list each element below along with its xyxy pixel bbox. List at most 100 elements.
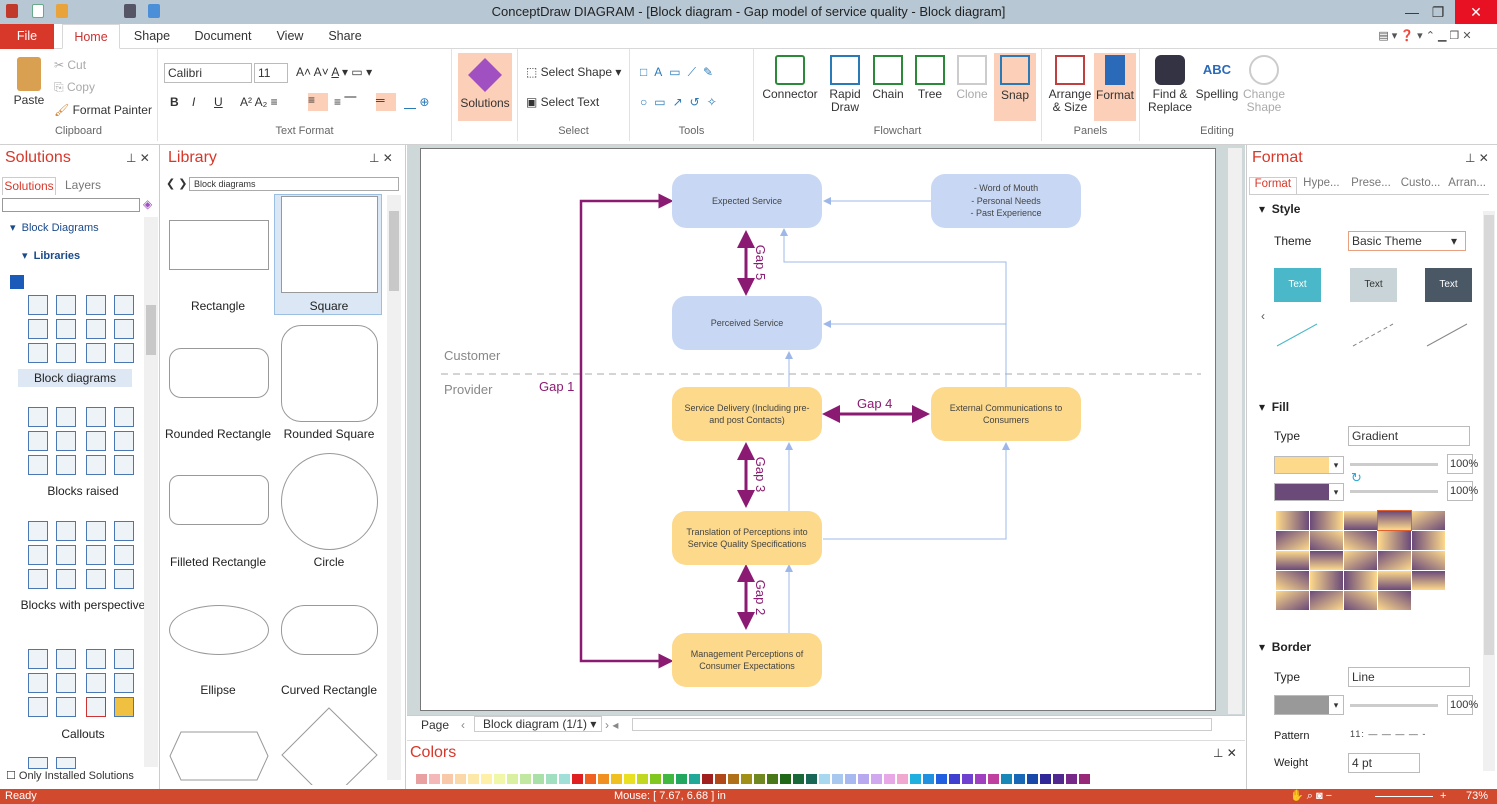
color-swatch[interactable] <box>714 773 727 785</box>
gradient-style-option[interactable] <box>1310 591 1343 610</box>
tab-shape[interactable]: Shape <box>133 29 171 43</box>
swap-colors-icon[interactable]: ↻ <box>1351 470 1362 485</box>
color-swatches[interactable] <box>415 773 1091 785</box>
ribbon-options-icon[interactable]: ▤ ▾ ❓ ▾ ⌃ ▁ ❐ ✕ <box>1378 30 1472 42</box>
color-swatch[interactable] <box>584 773 597 785</box>
border-type-select[interactable]: Line <box>1348 667 1470 687</box>
color-swatch[interactable] <box>649 773 662 785</box>
save-library-icon[interactable] <box>10 275 24 289</box>
format-painter-button[interactable]: 🖌 Format Painter <box>54 103 152 117</box>
gradient-style-option[interactable] <box>1412 551 1445 570</box>
color-swatch[interactable] <box>545 773 558 785</box>
color-swatch[interactable] <box>415 773 428 785</box>
color-swatch[interactable] <box>454 773 467 785</box>
pattern-select[interactable]: 11: — — — — - <box>1350 729 1427 739</box>
gradient-style-option[interactable] <box>1344 571 1377 590</box>
shape-square-preview[interactable] <box>281 196 378 293</box>
gradient-style-option[interactable] <box>1344 551 1377 570</box>
solutions-button[interactable]: Solutions <box>458 53 512 121</box>
gradient-style-option[interactable] <box>1276 511 1309 530</box>
find-replace-button[interactable]: Find & Replace <box>1144 55 1196 114</box>
fill-opacity-2-input[interactable]: 100% <box>1447 481 1478 501</box>
color-swatch[interactable] <box>662 773 675 785</box>
color-swatch[interactable] <box>948 773 961 785</box>
gradient-style-option[interactable] <box>1344 591 1377 610</box>
color-swatch[interactable] <box>740 773 753 785</box>
copy-button[interactable]: ⎘ Copy <box>54 80 95 94</box>
color-swatch[interactable] <box>987 773 1000 785</box>
color-swatch[interactable] <box>753 773 766 785</box>
format-tab-presentation[interactable]: Prese... <box>1351 177 1391 189</box>
font-grow-icon[interactable]: A˄ A˅ A ▾ ▭ ▾ <box>296 65 373 79</box>
drawing-tools-icons[interactable]: □A▭⟋✎ <box>640 65 721 79</box>
gradient-style-option[interactable] <box>1412 531 1445 550</box>
theme-prev-arrow[interactable]: ‹ <box>1261 309 1265 323</box>
zoom-in-icon[interactable]: + <box>1440 790 1447 802</box>
change-shape-button[interactable]: Change Shape <box>1240 55 1288 114</box>
fill-transparency-slider-1[interactable] <box>1350 463 1438 466</box>
library-scrollbar[interactable] <box>387 195 401 780</box>
format-tab-format[interactable]: Format <box>1249 177 1297 194</box>
format-tab-arrange[interactable]: Arran... <box>1448 177 1487 189</box>
fill-section-header[interactable]: ▾ Fill <box>1259 400 1290 414</box>
shape-rounded-rectangle-preview[interactable] <box>169 348 269 398</box>
library-dropdown[interactable]: Block diagrams <box>189 177 399 191</box>
align-middle-icon[interactable]: ═ <box>376 93 396 111</box>
colors-pin-close-icon[interactable]: ⊥ ✕ <box>1213 746 1237 760</box>
tab-home[interactable]: Home <box>62 24 120 49</box>
bold-button[interactable]: B <box>170 95 179 109</box>
color-swatch[interactable] <box>883 773 896 785</box>
color-swatch[interactable] <box>441 773 454 785</box>
italic-button[interactable]: I <box>192 95 196 109</box>
solutions-scrollbar[interactable] <box>144 217 158 767</box>
color-swatch[interactable] <box>792 773 805 785</box>
paste-button[interactable]: Paste <box>8 57 50 107</box>
color-swatch[interactable] <box>1000 773 1013 785</box>
gradient-style-option[interactable] <box>1378 571 1411 590</box>
gradient-style-option[interactable] <box>1378 551 1411 570</box>
gradient-style-option[interactable] <box>1344 511 1377 530</box>
gradient-style-option[interactable] <box>1310 531 1343 550</box>
diagram-page[interactable]: Expected Service - Word of Mouth - Perso… <box>420 148 1216 711</box>
format-button[interactable]: Format <box>1094 53 1136 121</box>
node-management-perceptions[interactable]: Management Perceptions of Consumer Expec… <box>672 633 822 687</box>
color-swatch[interactable] <box>675 773 688 785</box>
color-swatch[interactable] <box>636 773 649 785</box>
color-swatch[interactable] <box>558 773 571 785</box>
solutions-search-icon[interactable]: ◈ <box>143 197 153 211</box>
gradient-style-option[interactable] <box>1412 571 1445 590</box>
node-service-delivery[interactable]: Service Delivery (Including pre- and pos… <box>672 387 822 441</box>
node-translation-specifications[interactable]: Translation of Perceptions into Service … <box>672 511 822 565</box>
page-next-arrow[interactable]: › ◂ <box>605 718 619 732</box>
color-swatch[interactable] <box>935 773 948 785</box>
arrange-size-button[interactable]: Arrange & Size <box>1046 55 1094 114</box>
gradient-style-option[interactable] <box>1276 551 1309 570</box>
border-opacity-input[interactable]: 100% <box>1447 695 1478 715</box>
gradient-style-option[interactable] <box>1276 571 1309 590</box>
align-bottom-icon[interactable]: ⎽ ⊕ <box>404 95 430 109</box>
gradient-styles-grid[interactable] <box>1276 510 1448 611</box>
color-swatch[interactable] <box>701 773 714 785</box>
fill-color-1-picker[interactable]: ▾ <box>1274 456 1344 474</box>
select-shape-button[interactable]: ⬚ Select Shape ▾ <box>526 65 622 79</box>
connector-button[interactable]: Connector <box>760 55 820 101</box>
library-pin-close-icon[interactable]: ⊥ ✕ <box>369 151 393 165</box>
shape-rectangle-preview[interactable] <box>169 220 269 270</box>
select-text-button[interactable]: ▣ Select Text <box>526 95 600 109</box>
style-section-header[interactable]: ▾ Style <box>1259 202 1301 216</box>
connector-tools-icons[interactable]: ○▭↗↺✧ <box>640 95 724 109</box>
gradient-style-option[interactable] <box>1310 551 1343 570</box>
page-selector[interactable]: Block diagram (1/1) ▾ <box>474 716 602 732</box>
tab-view[interactable]: View <box>276 29 304 43</box>
tree-libraries[interactable]: ▾ Libraries <box>22 250 81 262</box>
maximize-button[interactable]: ❐ <box>1431 4 1445 20</box>
gradient-style-option[interactable] <box>1377 510 1412 531</box>
zoom-slider[interactable] <box>1375 796 1433 797</box>
color-swatch[interactable] <box>493 773 506 785</box>
tab-share[interactable]: Share <box>328 29 362 43</box>
color-swatch[interactable] <box>870 773 883 785</box>
color-swatch[interactable] <box>818 773 831 785</box>
node-external-communications[interactable]: External Communications to Consumers <box>931 387 1081 441</box>
library-nav-arrows[interactable]: ❮ ❯ <box>166 178 188 190</box>
format-tab-hyperlink[interactable]: Hype... <box>1303 177 1340 189</box>
